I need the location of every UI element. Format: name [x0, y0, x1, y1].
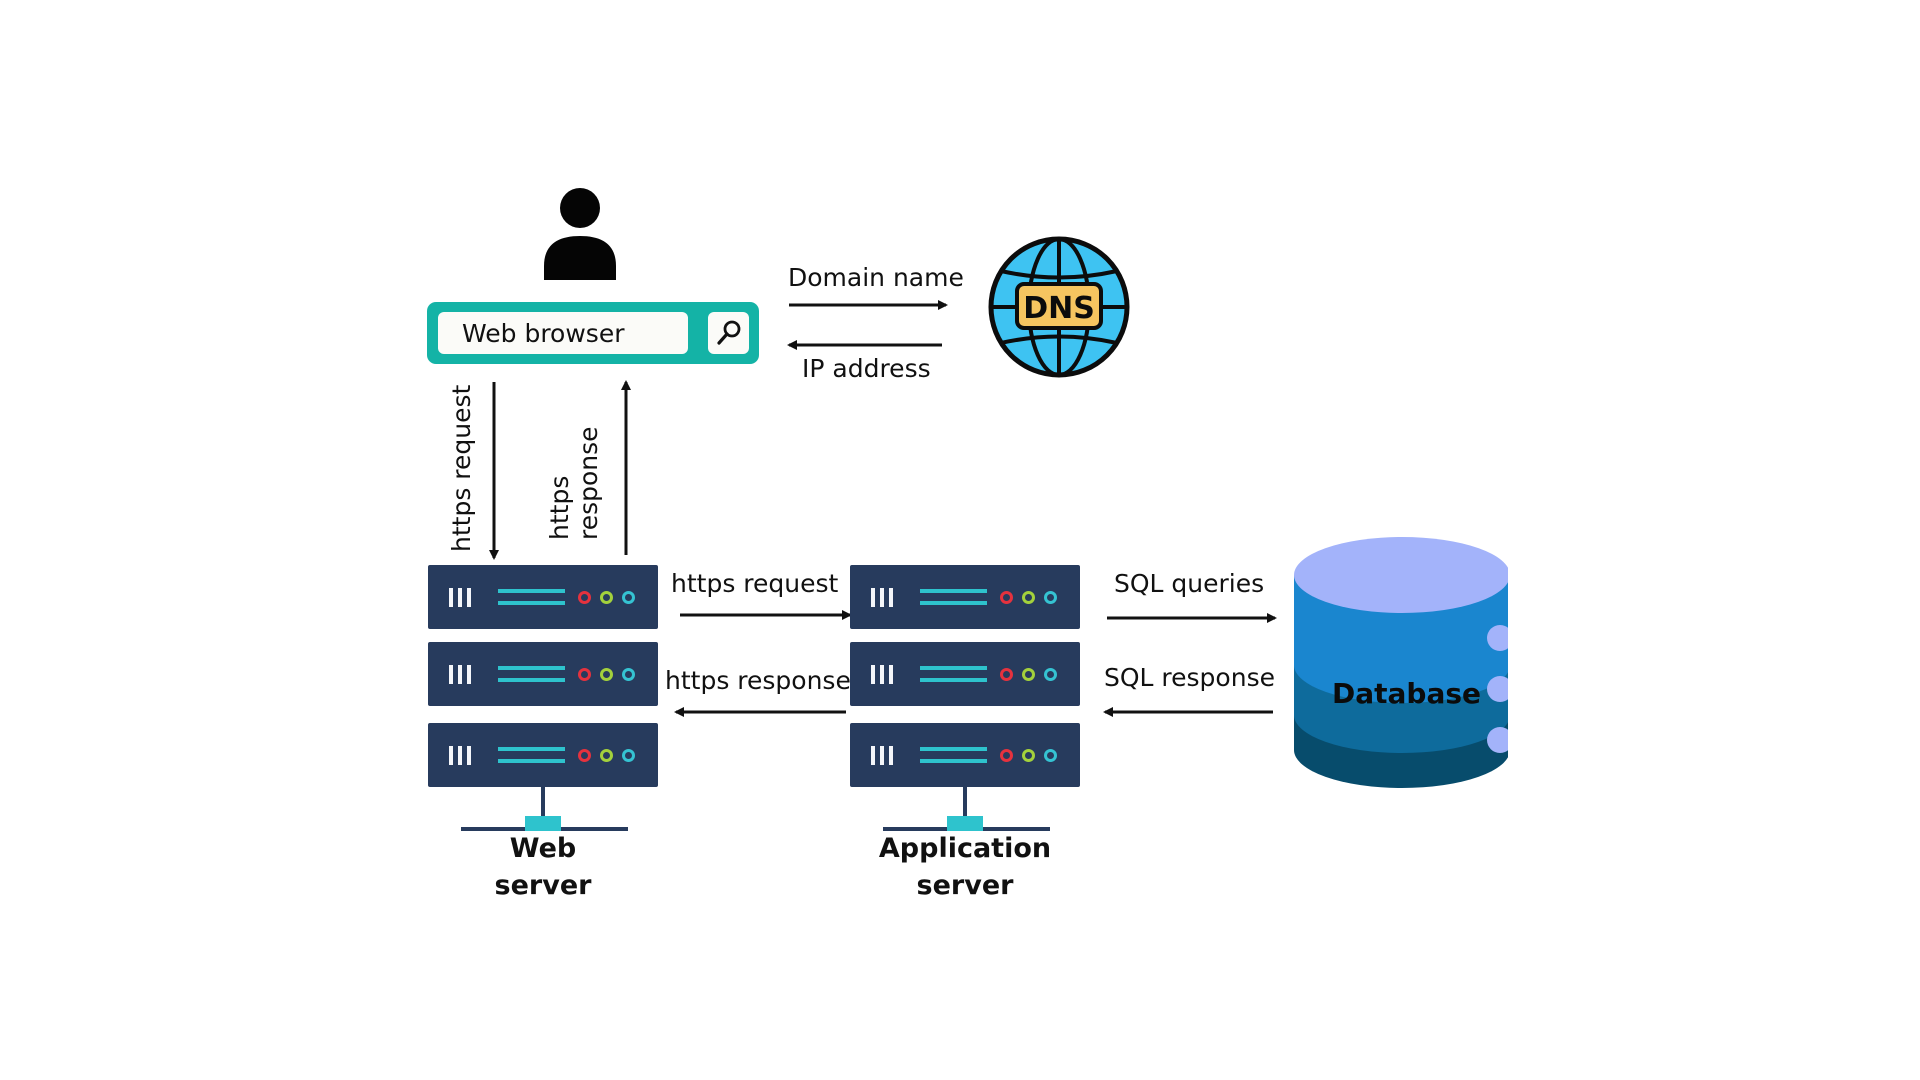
label-browser-https-request: https request	[447, 384, 476, 552]
application-server-label-line2: server	[916, 870, 1014, 901]
user-icon	[544, 188, 616, 280]
label-browser-https-response: https response	[545, 426, 603, 540]
web-server-label-line1: Web	[509, 833, 577, 864]
application-server	[850, 565, 1080, 835]
server-connector	[947, 816, 983, 831]
label-sql-queries: SQL queries	[1114, 569, 1265, 598]
server-stand	[541, 787, 545, 821]
server-stand	[963, 787, 967, 821]
dns-globe-icon: DNS	[988, 236, 1130, 378]
label-sql-response: SQL response	[1104, 663, 1275, 692]
application-server-label: Application server	[855, 830, 1075, 904]
server-unit	[428, 723, 658, 787]
label-app-to-web-response: https response	[665, 666, 851, 695]
server-unit	[428, 642, 658, 706]
web-server-label-line2: server	[494, 870, 592, 901]
web-server	[428, 565, 658, 835]
search-icon	[717, 320, 741, 345]
web-server-label: Web server	[463, 830, 623, 904]
web-browser: Web browser	[427, 302, 759, 364]
application-server-label-line1: Application	[878, 833, 1052, 864]
browser-address-field[interactable]: Web browser	[438, 312, 688, 354]
server-connector	[525, 816, 561, 831]
label-ip-address: IP address	[802, 354, 931, 383]
dns-label: DNS	[1023, 291, 1095, 326]
browser-search-button[interactable]	[708, 312, 749, 354]
label-web-to-app-request: https request	[671, 569, 839, 598]
server-unit	[850, 642, 1080, 706]
database-icon	[1294, 537, 1508, 788]
server-unit	[850, 565, 1080, 629]
label-domain-name: Domain name	[788, 263, 964, 292]
server-unit	[428, 565, 658, 629]
database-label: Database	[1332, 677, 1482, 710]
server-unit	[850, 723, 1080, 787]
browser-label: Web browser	[462, 319, 625, 348]
